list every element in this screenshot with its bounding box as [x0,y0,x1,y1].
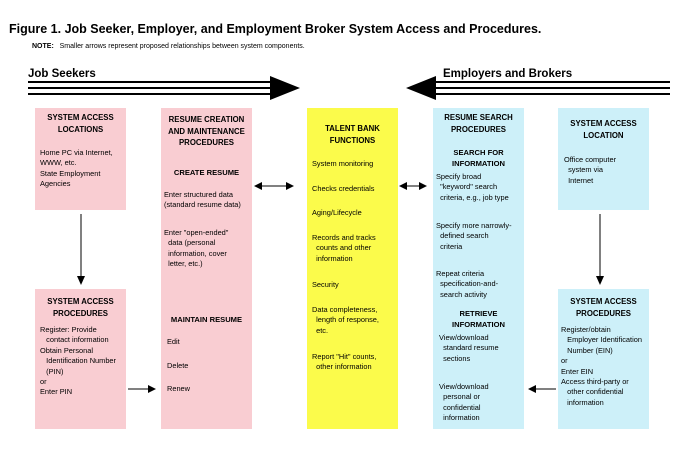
talent-bank-box [307,108,398,429]
employer-access-location-box [558,108,649,210]
search-item-broad: Specify broad "keyword" search criteria,… [436,172,509,202]
employer-access-location-body: Office computer system via Internet [564,155,617,185]
maintain-resume-renew: Renew [167,384,191,393]
talent-bank-item: Data completeness, length of response, e… [312,305,379,335]
seeker-access-locations-heading: SYSTEM ACCESS LOCATIONS [47,113,114,134]
note-text: Smaller arrows represent proposed relati… [59,43,305,50]
seeker-to-resume-arrow [128,385,156,393]
create-resume-heading: CREATE RESUME [173,168,240,177]
maintain-resume-heading: MAINTAIN RESUME [170,315,243,324]
talent-bank-item: Security [312,280,339,289]
employer-access-location-heading: SYSTEM ACCESS LOCATION [570,119,637,140]
employers-big-arrow [406,76,670,100]
talent-bank-item: Checks credentials [312,184,375,193]
employer-access-procedures-body: Register/obtain Employer Identification … [561,325,642,407]
talent-bank-item: Aging/Lifecycle [312,208,362,217]
search-item-narrow: Specify more narrowly- defined search cr… [436,221,512,251]
maintain-resume-delete: Delete [167,361,189,370]
retrieve-item-confidential: View/download personal or confidential i… [439,382,489,423]
talent-bank-item: Report "Hit" counts, other information [312,352,377,372]
resume-search-heading: RESUME SEARCH PROCEDURES [444,113,513,134]
talent-bank-heading: TALENT BANK FUNCTIONS [325,124,380,145]
search-information-heading: SEARCH FOR INFORMATION [451,148,505,168]
retrieve-information-heading: RETRIEVE INFORMATION [451,309,505,329]
create-resume-item-structured: Enter structured data (standard resume d… [164,190,241,210]
job-seekers-header: Job Seekers [28,68,96,80]
employer-down-arrow [596,214,604,285]
figure-note: NOTE: Smaller arrows represent proposed … [32,43,305,50]
search-item-repeat: Repeat criteria specification-and- searc… [436,269,499,299]
employer-to-search-arrow [528,385,556,393]
seeker-access-procedures-box [35,289,126,429]
employer-access-procedures-box [558,289,649,429]
maintain-resume-edit: Edit [167,337,180,346]
employer-access-procedures-heading: SYSTEM ACCESS PROCEDURES [570,297,637,318]
talent-search-double-arrow [399,182,427,190]
employers-brokers-header: Employers and Brokers [443,68,573,80]
seeker-access-procedures-body: Register: Provide contact information Ob… [40,325,116,397]
seeker-down-arrow [77,214,85,285]
resume-search-box [433,108,524,429]
figure-title: Figure 1. Job Seeker, Employer, and Empl… [9,22,542,36]
seeker-access-locations-box [35,108,126,210]
seeker-access-procedures-heading: SYSTEM ACCESS PROCEDURES [47,297,114,318]
resume-talent-double-arrow [254,182,294,190]
job-seekers-big-arrow [28,76,300,100]
resume-creation-heading: RESUME CREATION AND MAINTENANCE PROCEDUR… [168,115,245,147]
seeker-access-locations-body: Home PC via Internet, WWW, etc. State Em… [40,148,113,189]
talent-bank-item: Records and tracks counts and other info… [312,233,376,263]
create-resume-item-open-ended: Enter "open-ended" data (personal inform… [164,228,229,269]
resume-creation-box [161,108,252,429]
note-label: NOTE: [32,43,54,50]
talent-bank-item: System monitoring [312,159,374,168]
retrieve-item-standard: View/download standard resume sections [439,333,499,363]
